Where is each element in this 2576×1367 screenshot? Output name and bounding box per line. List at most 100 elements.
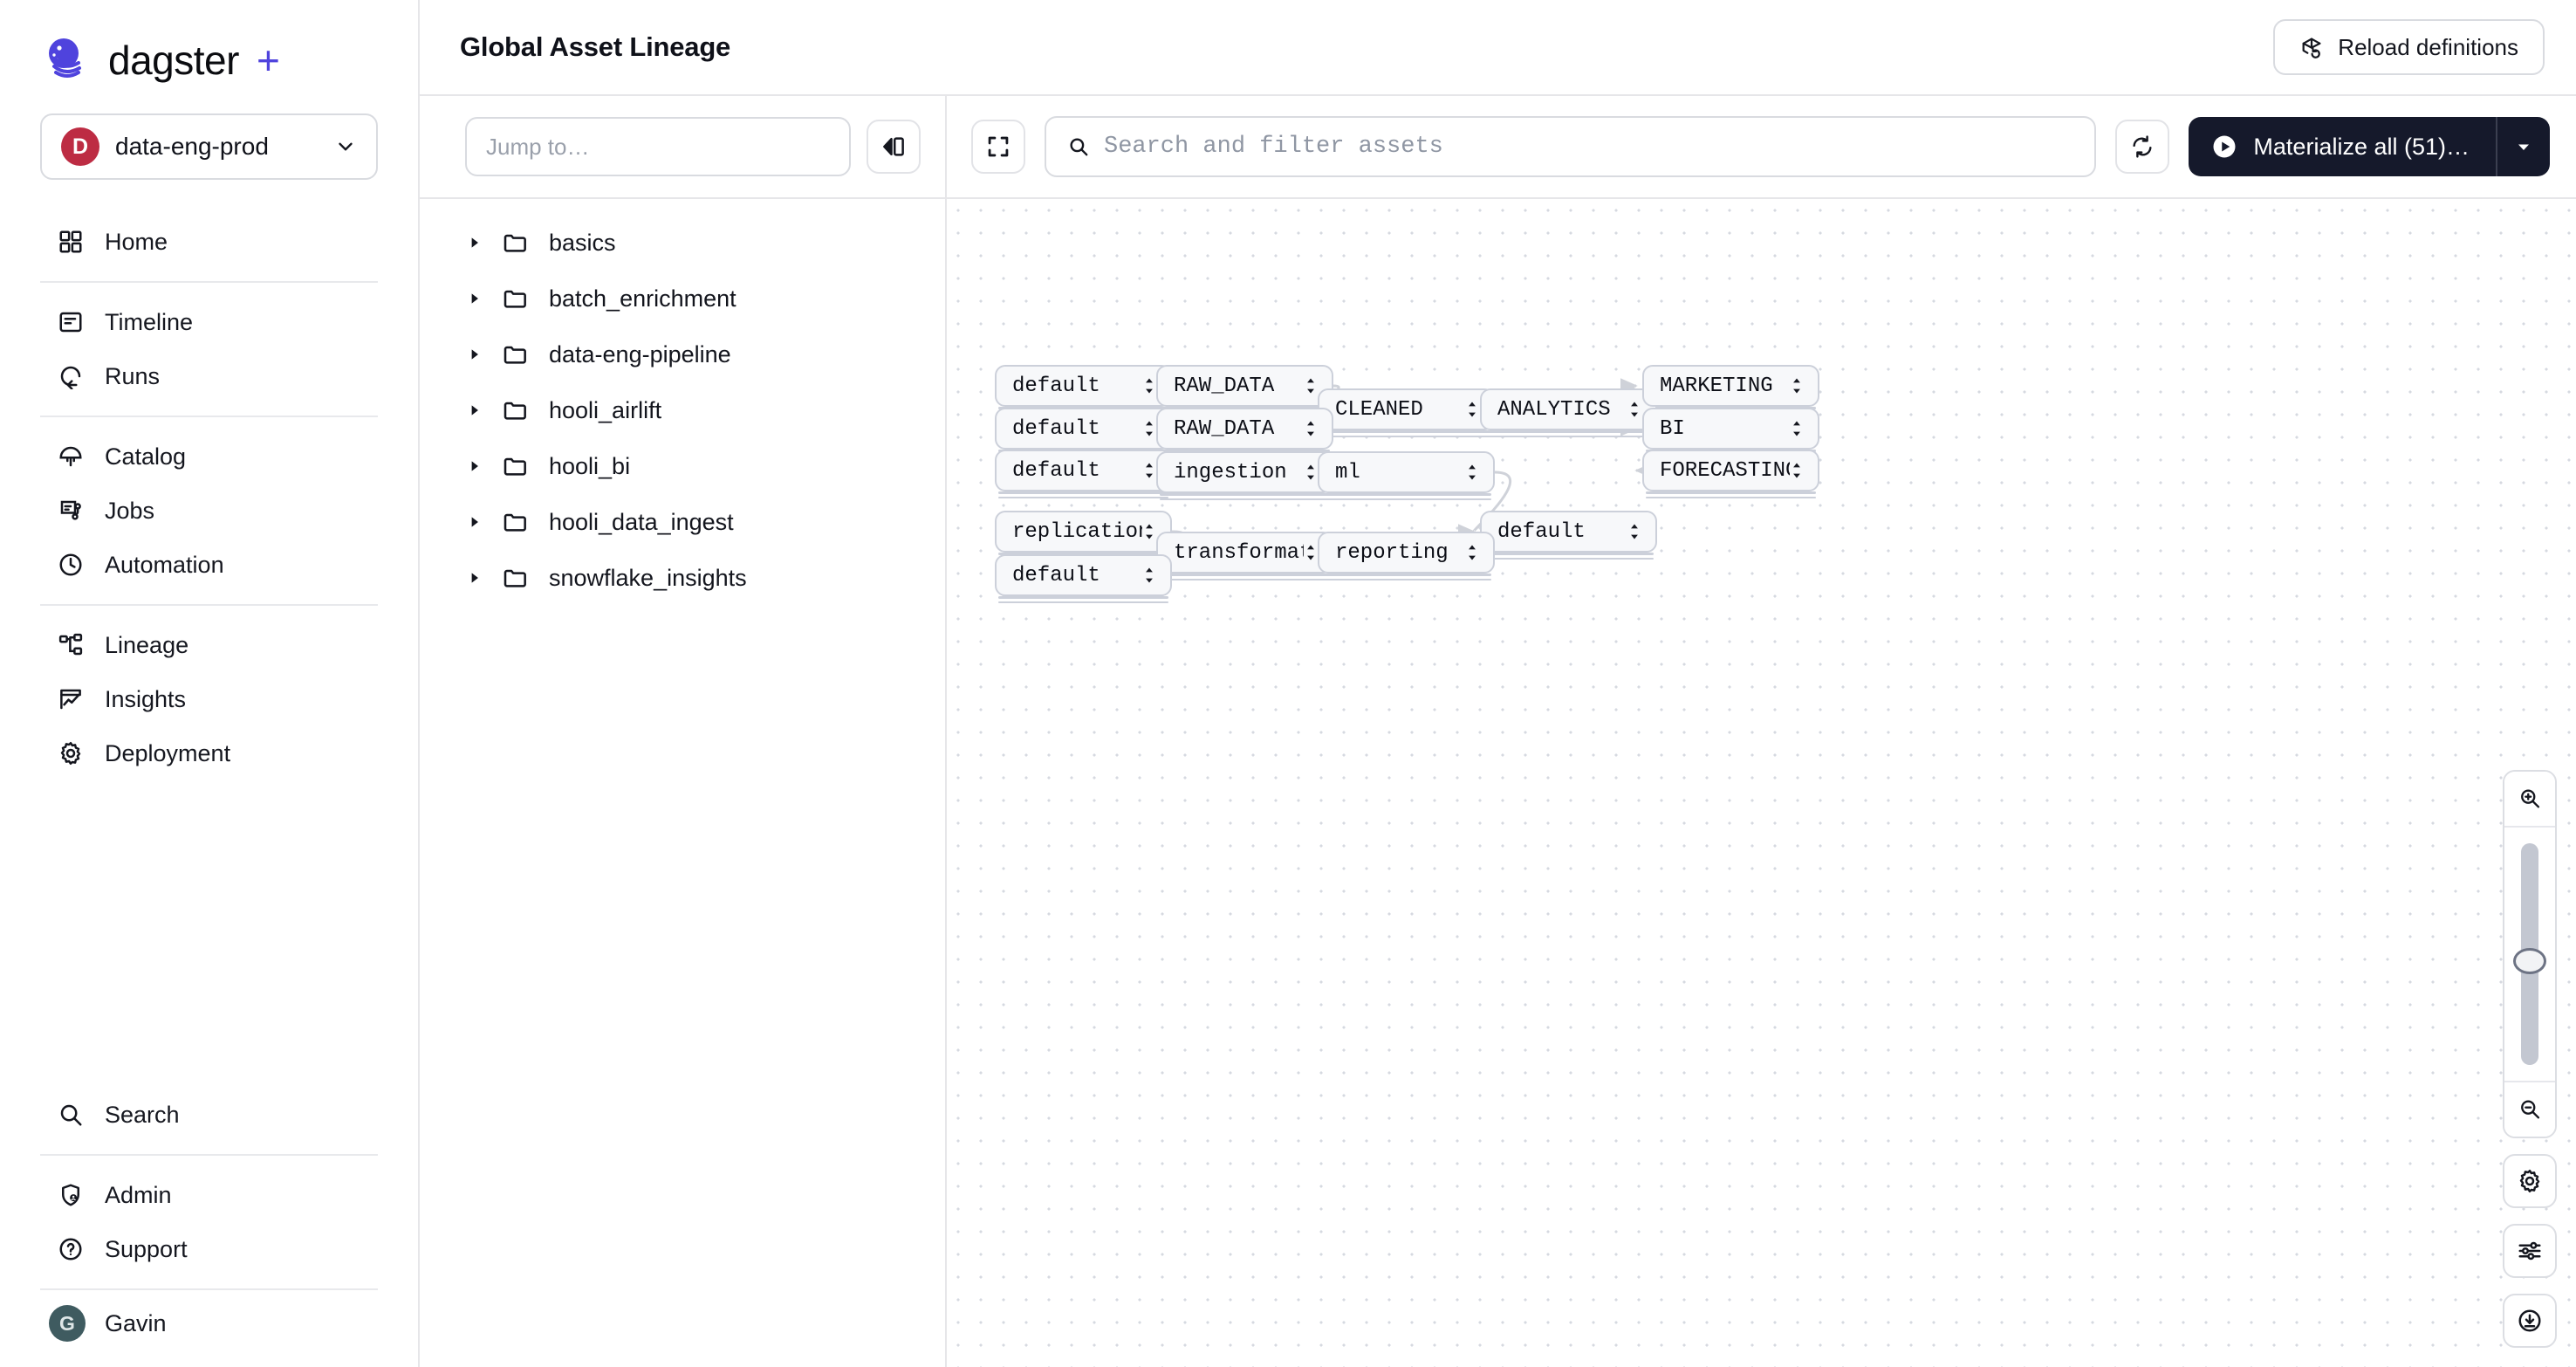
brand-logo-area[interactable]: dagster + bbox=[0, 0, 418, 113]
search-icon bbox=[56, 1100, 86, 1130]
sidebar-item-catalog[interactable]: Catalog bbox=[0, 429, 418, 484]
stepper-updown-icon[interactable] bbox=[1790, 461, 1804, 480]
user-account-row[interactable]: G Gavin bbox=[0, 1290, 418, 1357]
sidebar-item-deployment[interactable]: Deployment bbox=[0, 726, 418, 780]
lineage-node-stack bbox=[1321, 430, 1491, 439]
lineage-node[interactable]: BI bbox=[1642, 408, 1819, 450]
sidebar-item-lineage[interactable]: Lineage bbox=[0, 618, 418, 672]
list-item-label: data-eng-pipeline bbox=[549, 340, 731, 368]
stepper-updown-icon[interactable] bbox=[1627, 522, 1641, 541]
lineage-node[interactable]: MARKETING bbox=[1642, 365, 1819, 407]
stepper-updown-icon[interactable] bbox=[1465, 543, 1479, 562]
stepper-updown-icon[interactable] bbox=[1142, 419, 1156, 438]
deployment-picker[interactable]: D data-eng-prod bbox=[40, 113, 378, 180]
lineage-node[interactable]: default bbox=[995, 554, 1172, 596]
chevron-right-icon[interactable] bbox=[465, 570, 484, 586]
folder-icon bbox=[502, 452, 531, 480]
nav-group-definitions: Catalog Jobs Automation bbox=[0, 417, 418, 604]
sidebar-item-jobs[interactable]: Jobs bbox=[0, 484, 418, 538]
divider bbox=[2504, 1081, 2555, 1082]
collapse-panel-button[interactable] bbox=[867, 120, 921, 174]
sidebar-item-home[interactable]: Home bbox=[0, 215, 418, 269]
zoom-out-icon bbox=[2518, 1097, 2542, 1122]
deployment-name: data-eng-prod bbox=[115, 133, 269, 160]
search-input[interactable] bbox=[1104, 134, 2074, 160]
lineage-node[interactable]: default bbox=[1480, 511, 1657, 553]
zoom-in-button[interactable] bbox=[2504, 772, 2555, 826]
lineage-node[interactable]: default bbox=[995, 408, 1172, 450]
stepper-updown-icon[interactable] bbox=[1790, 419, 1804, 438]
stepper-updown-icon[interactable] bbox=[1465, 463, 1479, 482]
lineage-node-label: ml bbox=[1335, 460, 1360, 484]
sidebar-item-runs[interactable]: Runs bbox=[0, 349, 418, 403]
graph-download-button[interactable] bbox=[2503, 1294, 2557, 1348]
zoom-slider-thumb[interactable] bbox=[2513, 948, 2546, 974]
stepper-updown-icon[interactable] bbox=[1304, 463, 1318, 482]
reload-definitions-button[interactable]: Reload definitions bbox=[2273, 19, 2545, 75]
chevron-right-icon[interactable] bbox=[465, 514, 484, 530]
sidebar-item-timeline[interactable]: Timeline bbox=[0, 295, 418, 349]
lineage-node-label: default bbox=[1012, 374, 1100, 398]
lineage-node[interactable]: default bbox=[995, 365, 1172, 407]
lineage-node[interactable]: replication bbox=[995, 511, 1172, 553]
sidebar-item-search[interactable]: Search bbox=[0, 1088, 418, 1142]
lineage-node[interactable]: RAW_DATA bbox=[1156, 408, 1333, 450]
materialize-all-button[interactable]: Materialize all (51)… bbox=[2189, 117, 2496, 176]
sidebar-item-label: Support bbox=[105, 1235, 188, 1262]
chevron-right-icon[interactable] bbox=[465, 291, 484, 306]
stepper-updown-icon[interactable] bbox=[1142, 566, 1156, 585]
list-item[interactable]: batch_enrichment bbox=[420, 271, 945, 326]
folder-icon bbox=[502, 285, 531, 313]
refresh-button[interactable] bbox=[2115, 120, 2170, 174]
stepper-updown-icon[interactable] bbox=[1142, 376, 1156, 395]
graph-filters-button[interactable] bbox=[2503, 1224, 2557, 1278]
lineage-node[interactable]: CLEANED bbox=[1318, 388, 1495, 430]
lineage-node[interactable]: RAW_DATA bbox=[1156, 365, 1333, 407]
list-item[interactable]: hooli_airlift bbox=[420, 382, 945, 438]
materialize-dropdown-button[interactable] bbox=[2496, 117, 2550, 176]
sidebar-item-insights[interactable]: Insights bbox=[0, 672, 418, 726]
sidebar-item-label: Timeline bbox=[105, 308, 194, 335]
lineage-node-label: RAW_DATA bbox=[1174, 416, 1275, 441]
fullscreen-button[interactable] bbox=[971, 120, 1025, 174]
sidebar-item-automation[interactable]: Automation bbox=[0, 538, 418, 592]
list-item[interactable]: hooli_bi bbox=[420, 438, 945, 494]
graph-settings-button[interactable] bbox=[2503, 1154, 2557, 1208]
chevron-right-icon[interactable] bbox=[465, 347, 484, 362]
list-item[interactable]: basics bbox=[420, 215, 945, 271]
chevron-right-icon[interactable] bbox=[465, 402, 484, 418]
stepper-updown-icon[interactable] bbox=[1142, 522, 1156, 541]
lineage-node[interactable]: ingestion bbox=[1156, 451, 1333, 493]
zoom-out-button[interactable] bbox=[2504, 1082, 2555, 1137]
stepper-updown-icon[interactable] bbox=[1304, 419, 1318, 438]
sidebar-item-support[interactable]: Support bbox=[0, 1222, 418, 1276]
list-item[interactable]: hooli_data_ingest bbox=[420, 494, 945, 550]
sidebar-nav: Home Timeline Runs bbox=[0, 203, 418, 793]
asset-search-field[interactable] bbox=[1045, 116, 2097, 177]
lineage-content: basics batch_enrichment data-eng-pipelin… bbox=[420, 199, 2576, 1367]
jump-to-input[interactable] bbox=[465, 117, 851, 176]
list-item[interactable]: data-eng-pipeline bbox=[420, 326, 945, 382]
lineage-node[interactable]: ml bbox=[1318, 451, 1495, 493]
lineage-node[interactable]: ANALYTICS bbox=[1480, 388, 1657, 430]
chevron-right-icon[interactable] bbox=[465, 235, 484, 251]
lineage-node[interactable]: reporting bbox=[1318, 532, 1495, 574]
sidebar-item-admin[interactable]: Admin bbox=[0, 1168, 418, 1222]
sidebar-item-label: Runs bbox=[105, 362, 161, 389]
lineage-node[interactable]: transformation bbox=[1156, 532, 1333, 574]
lineage-node[interactable]: FORECASTING bbox=[1642, 450, 1819, 491]
lineage-node-label: ANALYTICS bbox=[1497, 397, 1611, 422]
stepper-updown-icon[interactable] bbox=[1304, 543, 1318, 562]
stepper-updown-icon[interactable] bbox=[1465, 400, 1479, 419]
chevron-right-icon[interactable] bbox=[465, 458, 484, 474]
lineage-node[interactable]: default bbox=[995, 450, 1172, 491]
stepper-updown-icon[interactable] bbox=[1304, 376, 1318, 395]
zoom-slider[interactable] bbox=[2504, 828, 2555, 1081]
stepper-updown-icon[interactable] bbox=[1627, 400, 1641, 419]
gear-icon bbox=[2517, 1168, 2543, 1194]
list-item[interactable]: snowflake_insights bbox=[420, 550, 945, 606]
lineage-node-stack bbox=[998, 596, 1168, 605]
stepper-updown-icon[interactable] bbox=[1142, 461, 1156, 480]
stepper-updown-icon[interactable] bbox=[1790, 376, 1804, 395]
